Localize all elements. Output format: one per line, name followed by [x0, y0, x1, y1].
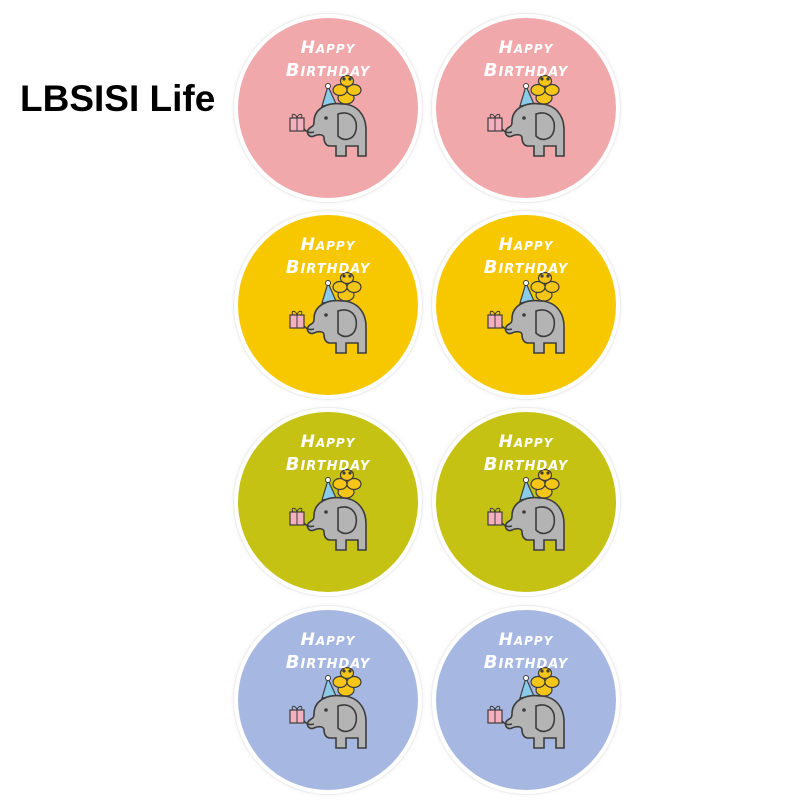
birthday-sticker-2: Happy Birthday	[436, 18, 616, 198]
birthday-sticker-7: Happy Birthday	[238, 610, 418, 790]
sticker-text-happy: Happy	[300, 38, 356, 58]
sticker-text-birthday: Birthday	[483, 60, 569, 81]
elephant-with-party-hat-and-gift-icon	[487, 74, 565, 157]
elephant-with-party-hat-and-gift-icon	[289, 271, 367, 354]
sticker-text-happy: Happy	[300, 235, 356, 255]
sticker-text-happy: Happy	[498, 432, 554, 452]
elephant-with-party-hat-and-gift-icon	[487, 666, 565, 749]
elephant-with-party-hat-and-gift-icon	[487, 468, 565, 551]
elephant-with-party-hat-and-gift-icon	[289, 666, 367, 749]
elephant-with-party-hat-and-gift-icon	[487, 271, 565, 354]
sticker-text-birthday: Birthday	[285, 652, 371, 673]
sticker-text-happy: Happy	[498, 235, 554, 255]
sticker-text-birthday: Birthday	[483, 454, 569, 475]
birthday-sticker-1: Happy Birthday	[238, 18, 418, 198]
sticker-text-birthday: Birthday	[285, 454, 371, 475]
sticker-text-happy: Happy	[498, 630, 554, 650]
sticker-text-happy: Happy	[300, 432, 356, 452]
sticker-text-birthday: Birthday	[483, 652, 569, 673]
sticker-text-birthday: Birthday	[483, 257, 569, 278]
birthday-sticker-3: Happy Birthday	[238, 215, 418, 395]
brand-title: LBSISI Life	[20, 78, 216, 119]
sticker-text-happy: Happy	[498, 38, 554, 58]
sticker-text-birthday: Birthday	[285, 257, 371, 278]
sticker-text-birthday: Birthday	[285, 60, 371, 81]
sticker-text-happy: Happy	[300, 630, 356, 650]
elephant-with-party-hat-and-gift-icon	[289, 468, 367, 551]
birthday-sticker-4: Happy Birthday	[436, 215, 616, 395]
elephant-with-party-hat-and-gift-icon	[289, 74, 367, 157]
birthday-sticker-6: Happy Birthday	[436, 412, 616, 592]
birthday-sticker-5: Happy Birthday	[238, 412, 418, 592]
birthday-sticker-8: Happy Birthday	[436, 610, 616, 790]
